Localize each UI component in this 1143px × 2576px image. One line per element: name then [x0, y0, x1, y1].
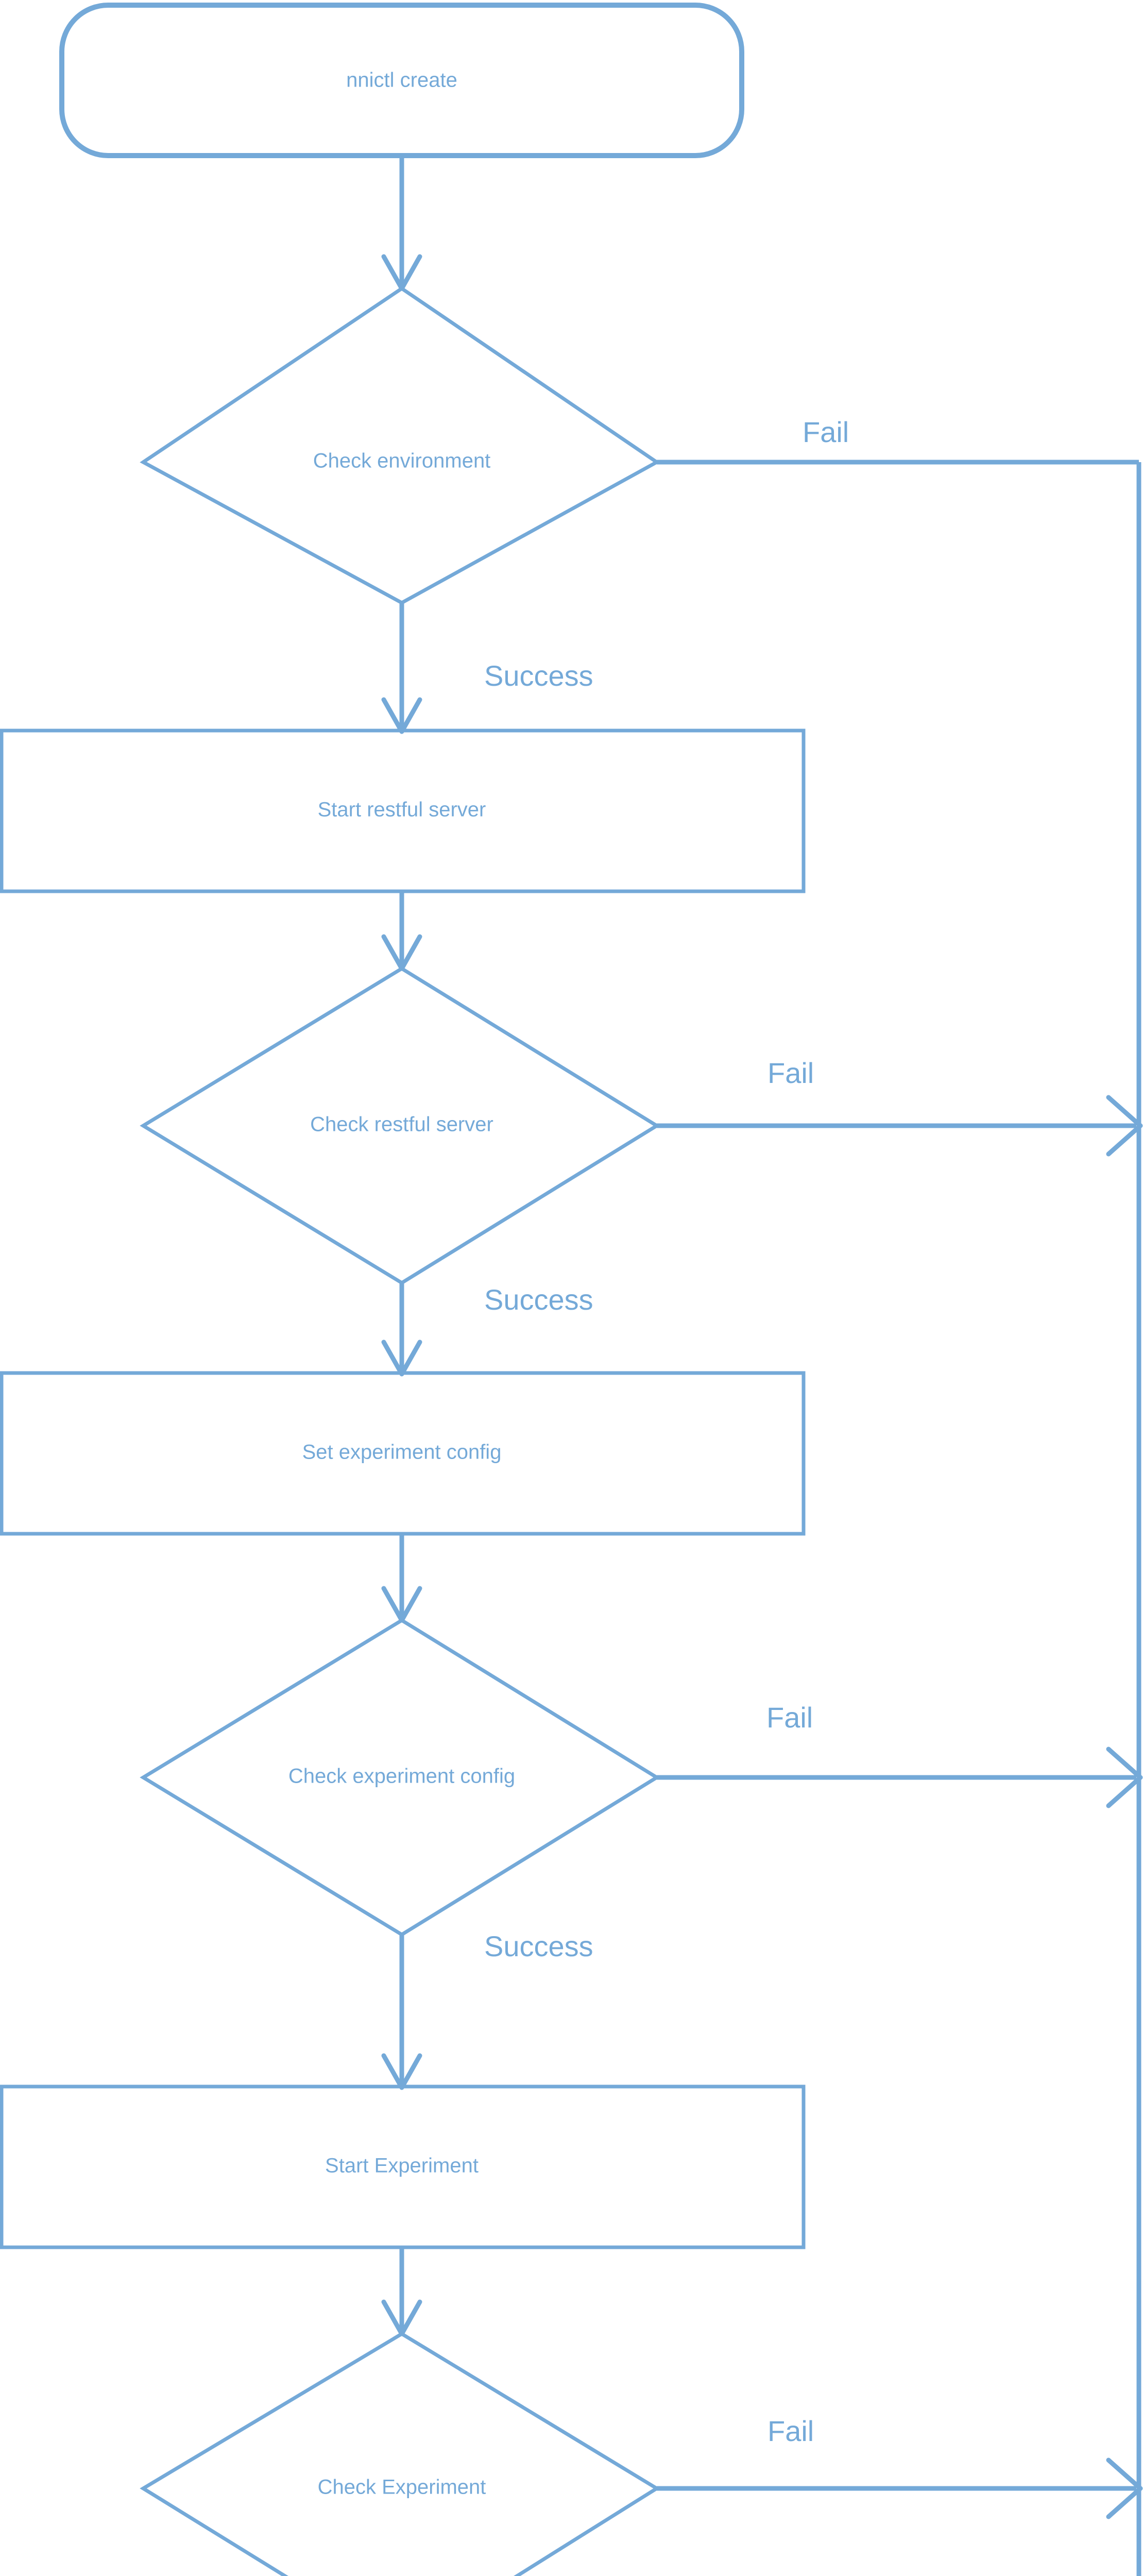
edge-label-fail-check-restful-server: Fail	[767, 1057, 814, 1089]
node-check-environment[interactable]: Check environment	[140, 286, 660, 605]
node-set-experiment-config[interactable]: Set experiment config	[0, 1371, 806, 1536]
edge-label-success-check-experiment-config: Success	[484, 1930, 593, 1962]
edge-start-experiment-to-check	[381, 2246, 422, 2336]
edge-label-fail-check-environment: Fail	[803, 416, 849, 448]
edge-label-success-check-restful-server: Success	[484, 1283, 593, 1316]
node-check-restful-server[interactable]: Check restful server	[140, 966, 660, 1285]
node-label-check-experiment: Check Experiment	[318, 2476, 486, 2499]
edge-label-success-check-environment: Success	[484, 659, 593, 692]
edge-label-fail-check-experiment-config: Fail	[766, 1701, 813, 1734]
edge-check-experiment-config-fail	[657, 1747, 1143, 1808]
node-check-experiment-config[interactable]: Check experiment config	[140, 1618, 660, 1937]
edge-start-restful-server-to-check	[381, 891, 422, 971]
node-label-check-experiment-config: Check experiment config	[288, 1765, 515, 1788]
edge-check-environment-success	[381, 603, 422, 734]
edge-set-experiment-config-to-check	[381, 1533, 422, 1623]
node-label-check-restful-server: Check restful server	[310, 1113, 493, 1136]
edge-label-fail-check-experiment: Fail	[767, 2415, 814, 2447]
node-start-restful-server[interactable]: Start restful server	[0, 728, 806, 893]
node-label-set-experiment-config: Set experiment config	[302, 1441, 502, 1464]
edge-check-experiment-config-success	[381, 1935, 422, 2090]
edge-start-to-check-environment	[381, 155, 422, 291]
node-label-start-experiment: Start Experiment	[325, 2155, 479, 2177]
edge-check-experiment-fail	[657, 2458, 1143, 2519]
node-label-check-environment: Check environment	[313, 450, 491, 472]
edge-check-restful-server-success	[381, 1283, 422, 1377]
node-check-experiment[interactable]: Check Experiment	[140, 2331, 660, 2576]
edge-check-restful-server-fail	[657, 1095, 1143, 1157]
node-nnictl-create[interactable]: nnictl create	[59, 3, 744, 158]
node-start-experiment[interactable]: Start Experiment	[0, 2084, 806, 2249]
node-label-start-restful-server: Start restful server	[318, 799, 486, 821]
node-label-nnictl-create: nnictl create	[346, 69, 457, 92]
